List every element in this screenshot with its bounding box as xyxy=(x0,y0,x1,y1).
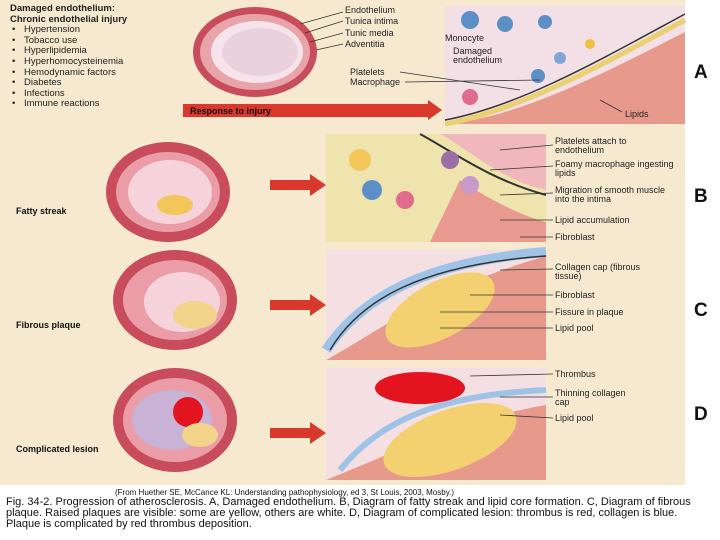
label-collagen-cap: Collagen cap (fibrous tissue) xyxy=(555,262,641,282)
label-thinning-collagen-cap: Thinning collagen cap xyxy=(555,388,626,408)
risk-item: Hyperhomocysteinemia xyxy=(10,56,127,68)
label-lipid-pool-d: Lipid pool xyxy=(555,413,594,423)
monocyte-cell xyxy=(461,11,479,29)
label-platelets-attach: Platelets attach to endothelium xyxy=(555,136,627,156)
risk-item: Hyperlipidemia xyxy=(10,46,127,57)
figure-caption: Fig. 34-2. Progression of atherosclerosi… xyxy=(6,496,691,530)
label-platelets: Platelets xyxy=(350,67,385,77)
panel-letter-a: A xyxy=(694,62,708,83)
arrow-c xyxy=(270,294,326,316)
risk-item: Hemodynamic factors xyxy=(10,67,127,79)
label-tunica-intima: Tunica intima xyxy=(345,16,399,26)
label-fibroblast-b: Fibroblast xyxy=(555,232,595,242)
closeup-b xyxy=(326,133,547,242)
risk-heading: Damaged endothelium: xyxy=(10,3,116,14)
label-foamy-macrophage: Foamy macrophage ingesting lipids xyxy=(555,159,674,179)
label-damaged-endothelium: Damaged endothelium xyxy=(453,46,503,66)
arrow-d xyxy=(270,422,326,444)
label-thrombus: Thrombus xyxy=(555,369,596,379)
risk-item: Diabetes xyxy=(10,78,127,89)
leader-lines xyxy=(299,11,623,419)
risk-subheading: Chronic endothelial injury xyxy=(10,13,128,25)
closeup-c xyxy=(321,247,547,360)
label-monocyte: Monocyte xyxy=(445,33,485,43)
label-lipid-accumulation: Lipid accumulation xyxy=(555,215,630,225)
vessel-cross-section-d xyxy=(113,368,237,472)
arrow-b xyxy=(270,174,326,196)
vessel-cross-section-b xyxy=(106,142,230,242)
risk-factor-list: Damaged endothelium: Chronic endothelial… xyxy=(10,3,128,110)
label-tunic-media: Tunic media xyxy=(345,28,394,38)
risk-item: Hypertension xyxy=(10,25,127,36)
stage-label-fibrous-plaque: Fibrous plaque xyxy=(16,320,81,330)
label-lipid-pool-c: Lipid pool xyxy=(555,323,594,333)
label-fissure-in-plaque: Fissure in plaque xyxy=(555,307,624,317)
response-to-injury-arrow xyxy=(183,100,442,120)
response-to-injury-label: Response to injury xyxy=(190,106,272,116)
vessel-cross-section-a xyxy=(193,7,317,97)
label-fibroblast-c: Fibroblast xyxy=(555,290,595,300)
label-endothelium: Endothelium xyxy=(345,5,396,15)
source-credit: (From Huether SE, McCance KL: Understand… xyxy=(115,488,454,497)
label-macrophage: Macrophage xyxy=(350,77,401,87)
artery-wall-closeup-a xyxy=(444,6,687,127)
label-lipids: Lipids xyxy=(625,109,649,119)
risk-item: Tobacco use xyxy=(10,35,127,47)
panel-letter-c: C xyxy=(694,300,708,321)
risk-item: Immune reactions xyxy=(10,99,127,110)
closeup-d xyxy=(326,368,547,480)
vessel-cross-section-c xyxy=(113,250,237,350)
risk-item: Infections xyxy=(10,88,127,100)
panel-letter-d: D xyxy=(694,404,708,425)
label-smooth-muscle-migration: Migration of smooth muscle into the inti… xyxy=(555,185,666,205)
panel-letter-b: B xyxy=(694,186,708,207)
stage-label-complicated-lesion: Complicated lesion xyxy=(16,444,99,454)
stage-label-fatty-streak: Fatty streak xyxy=(16,206,67,216)
label-adventitia: Adventitia xyxy=(345,39,385,49)
